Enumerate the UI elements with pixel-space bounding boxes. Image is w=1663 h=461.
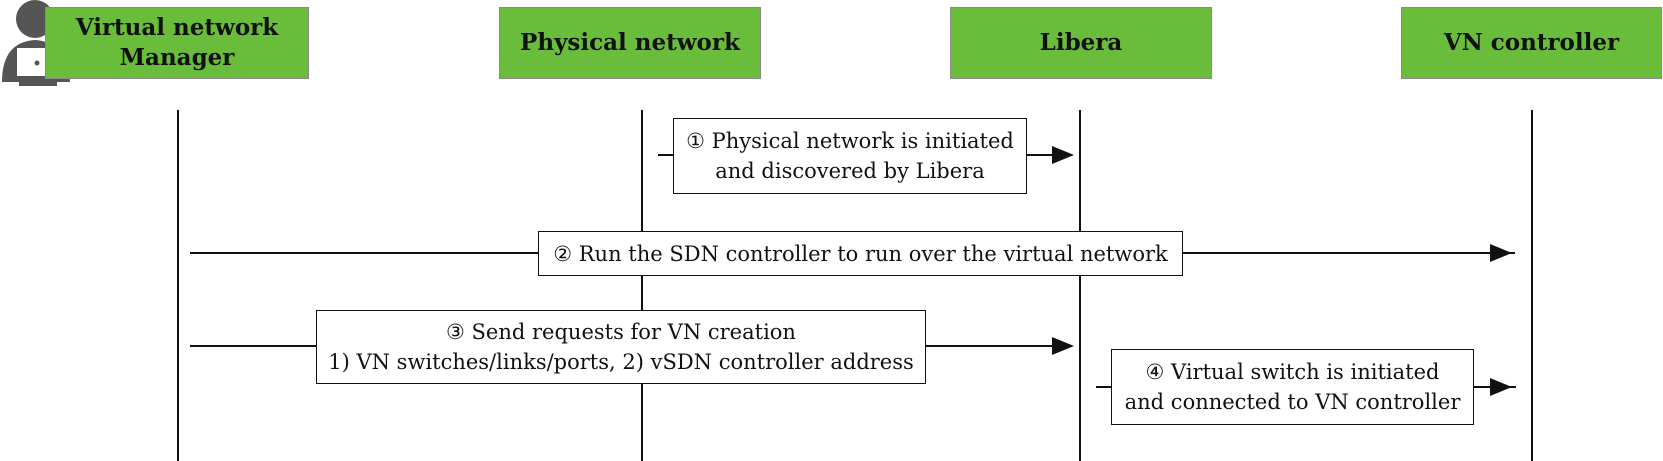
message-1-arrowhead [1052,146,1074,164]
actor-label: Libera [1039,29,1123,56]
actor-label-line2: Manager [119,44,235,71]
actor-label: Physical network [520,29,740,56]
message-4-box: ④ Virtual switch is initiated and connec… [1111,349,1474,425]
lifeline-physical-network [641,110,643,461]
message-4-line1: ④ Virtual switch is initiated [1145,360,1440,384]
message-2-arrowhead [1490,244,1512,262]
actor-physical-network: Physical network [499,7,761,79]
actor-libera: Libera [950,7,1212,79]
message-3-line2: 1) VN switches/links/ports, 2) vSDN cont… [328,350,914,374]
lifeline-manager [177,110,179,461]
message-2-line1: ② Run the SDN controller to run over the… [553,241,1168,266]
message-3-box: ③ Send requests for VN creation 1) VN sw… [316,310,926,384]
message-1-line1: ① Physical network is initiated [686,129,1014,153]
lifeline-vn-controller [1531,110,1533,461]
message-2-box: ② Run the SDN controller to run over the… [538,231,1183,276]
actor-vn-controller: VN controller [1401,7,1662,79]
lifeline-libera [1079,110,1081,461]
actor-label-line1: Virtual network [75,14,279,41]
actor-label: VN controller [1443,29,1620,56]
message-1-line2: and discovered by Libera [715,159,985,183]
message-1-box: ① Physical network is initiated and disc… [673,118,1027,194]
actor-virtual-network-manager: Virtual network Manager [45,7,309,79]
message-4-arrowhead [1490,378,1512,396]
message-4-line2: and connected to VN controller [1124,390,1461,414]
message-3-arrowhead [1052,337,1074,355]
message-3-line1: ③ Send requests for VN creation [446,320,796,344]
